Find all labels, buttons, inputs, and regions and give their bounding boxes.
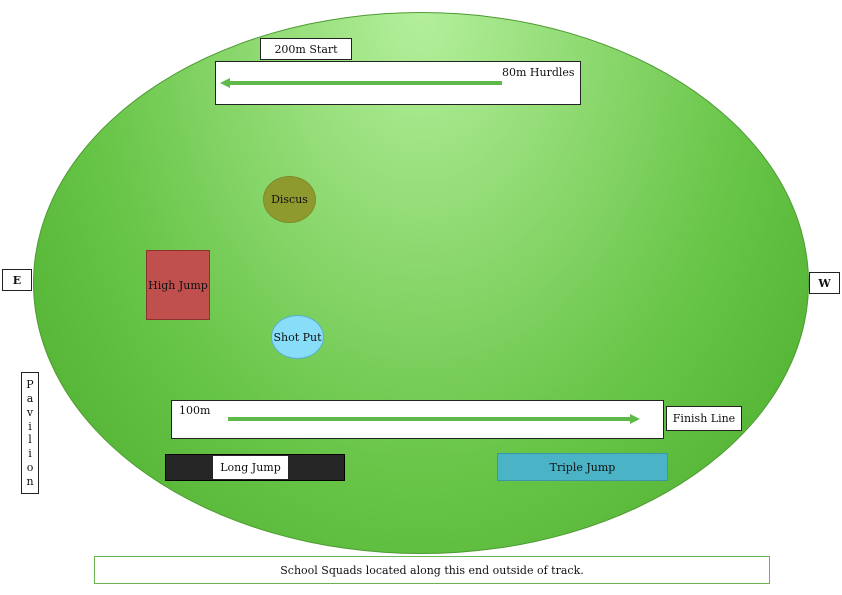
west-marker: W <box>809 272 840 294</box>
west-label: W <box>818 276 831 290</box>
pavilion-letter: i <box>28 447 32 461</box>
high-jump-label: High Jump <box>148 278 208 292</box>
pavilion-letter: P <box>26 377 34 391</box>
sprint-arrow-right-icon <box>228 414 640 424</box>
shot-put-label: Shot Put <box>273 330 322 344</box>
school-squads-note: School Squads located along this end out… <box>94 556 770 584</box>
pavilion-letter: l <box>28 433 32 447</box>
finish-line-label: Finish Line <box>672 412 736 425</box>
hurdles-80m-label: 80m Hurdles <box>502 66 575 79</box>
start-200m-label: 200m Start <box>274 42 338 56</box>
triple-jump-area: Triple Jump <box>497 453 668 481</box>
pavilion-box: P a v i l i o n <box>21 372 39 494</box>
pavilion-letter: v <box>26 405 34 419</box>
pavilion-letter: i <box>28 419 32 433</box>
pavilion-letter: a <box>26 391 34 405</box>
high-jump-area: High Jump <box>146 250 210 320</box>
discus-label: Discus <box>271 193 308 206</box>
triple-jump-label: Triple Jump <box>549 460 616 474</box>
finish-line-box: Finish Line <box>666 406 742 431</box>
long-jump-label: Long Jump <box>220 461 281 474</box>
start-200m-box: 200m Start <box>260 38 352 60</box>
long-jump-label-box: Long Jump <box>213 456 288 479</box>
east-label: E <box>12 273 22 287</box>
shot-put-area: Shot Put <box>271 315 324 359</box>
pavilion-letter: n <box>26 475 34 488</box>
discus-area: Discus <box>263 176 316 223</box>
school-squads-note-text: School Squads located along this end out… <box>280 563 584 577</box>
east-marker: E <box>2 269 32 291</box>
hurdles-arrow-left-icon <box>220 78 502 88</box>
pavilion-letter: o <box>26 461 34 475</box>
sprint-100m-label: 100m <box>179 404 211 417</box>
